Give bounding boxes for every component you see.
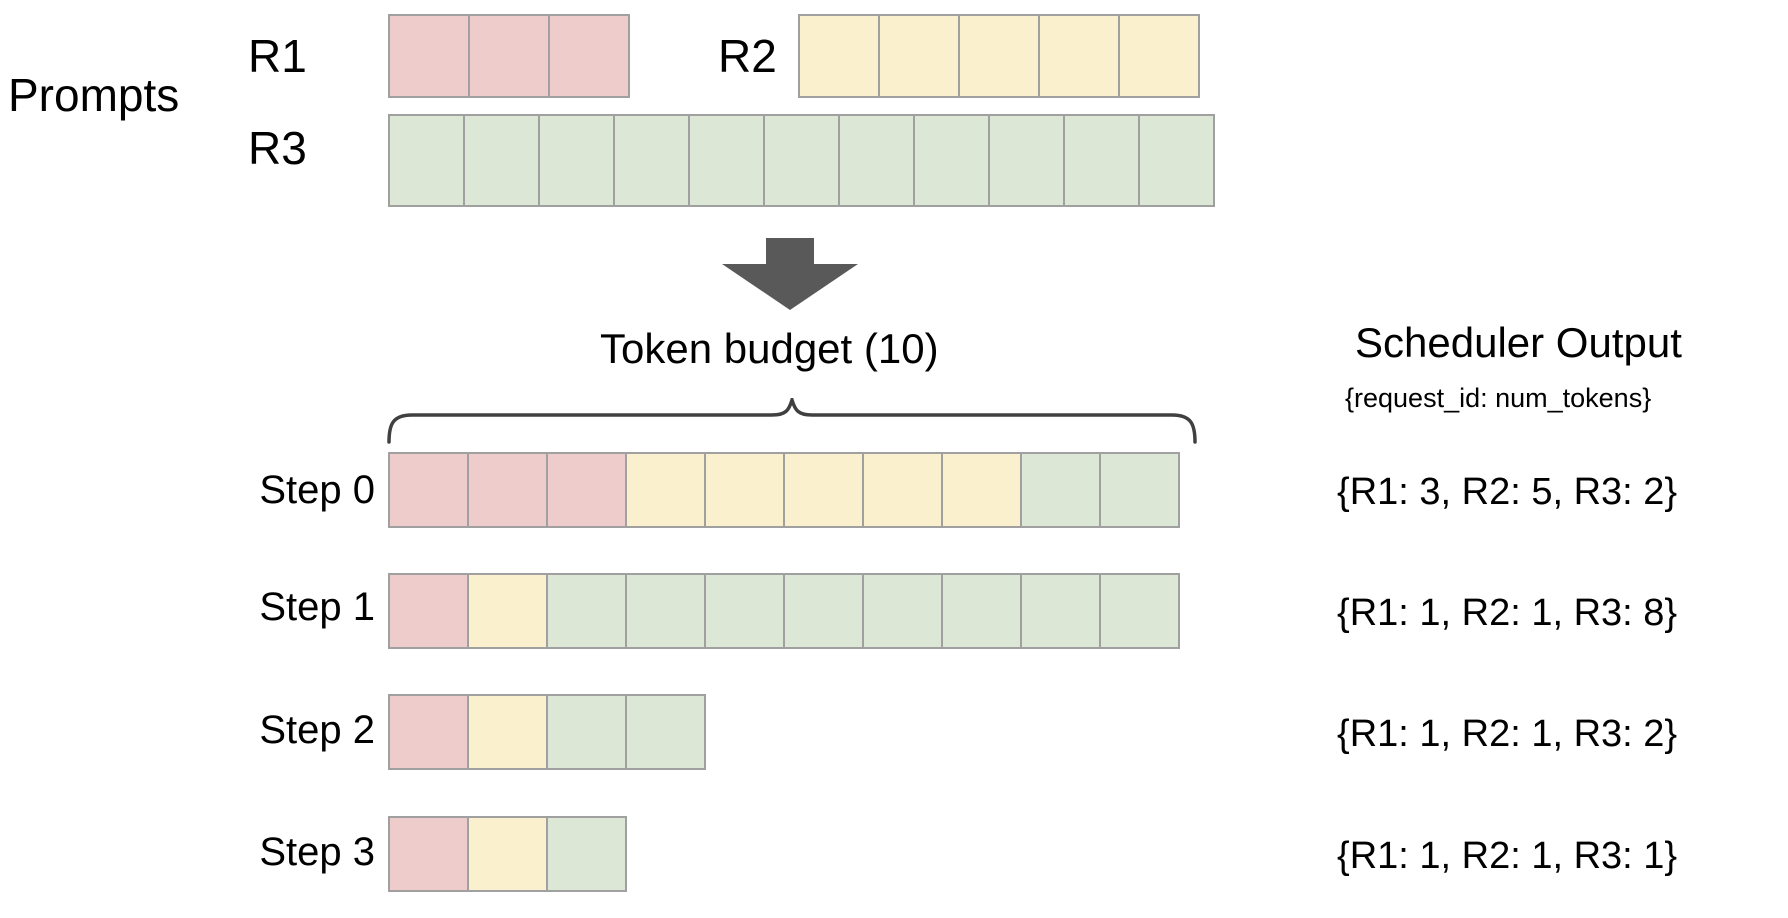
token-cell [1020, 573, 1101, 649]
token-cell [838, 114, 915, 207]
token-cell [548, 14, 630, 98]
scheduler-output-title: Scheduler Output [1355, 319, 1682, 366]
token-cell [463, 114, 540, 207]
token-cell [467, 573, 548, 649]
scheduler-output-subtitle: {request_id: num_tokens} [1345, 383, 1652, 413]
token-cell [783, 452, 864, 528]
token-cell [704, 573, 785, 649]
request-label-r1: R1 [248, 30, 307, 82]
token-cell [763, 114, 840, 207]
prompt-token-row-r3 [388, 114, 1215, 207]
token-cell [468, 14, 550, 98]
token-cell [862, 573, 943, 649]
token-cell [958, 14, 1040, 98]
token-cell [1138, 114, 1215, 207]
token-cell [1099, 452, 1180, 528]
token-cell [538, 114, 615, 207]
token-cell [1118, 14, 1200, 98]
token-cell [783, 573, 864, 649]
token-cell [546, 573, 627, 649]
token-cell [467, 816, 548, 892]
prompt-token-row-r2 [798, 14, 1200, 98]
token-cell [388, 14, 470, 98]
token-cell [388, 816, 469, 892]
scheduler-output-row-2: {R1: 1, R2: 1, R3: 2} [1337, 713, 1678, 755]
step-token-row-0 [388, 452, 1180, 528]
request-label-r3: R3 [248, 122, 307, 174]
token-cell [862, 452, 943, 528]
scheduler-output-row-1: {R1: 1, R2: 1, R3: 8} [1337, 592, 1678, 634]
step-token-row-1 [388, 573, 1180, 649]
token-cell [625, 452, 706, 528]
step-label-0: Step 0 [259, 468, 375, 512]
step-token-row-3 [388, 816, 627, 892]
step-label-3: Step 3 [259, 830, 375, 874]
step-label-1: Step 1 [259, 585, 375, 629]
token-cell [388, 573, 469, 649]
scheduler-output-row-0: {R1: 3, R2: 5, R3: 2} [1337, 471, 1678, 513]
curly-brace-icon [386, 393, 1198, 449]
prompt-token-row-r1 [388, 14, 630, 98]
token-cell [878, 14, 960, 98]
token-cell [1038, 14, 1120, 98]
token-cell [688, 114, 765, 207]
token-cell [913, 114, 990, 207]
token-cell [941, 573, 1022, 649]
token-cell [704, 452, 785, 528]
token-cell [467, 694, 548, 770]
token-cell [625, 694, 706, 770]
token-cell [1099, 573, 1180, 649]
token-cell [467, 452, 548, 528]
step-token-row-2 [388, 694, 706, 770]
token-cell [546, 816, 627, 892]
token-cell [546, 694, 627, 770]
token-cell [546, 452, 627, 528]
prompts-section-label: Prompts [8, 69, 180, 121]
token-cell [613, 114, 690, 207]
token-cell [798, 14, 880, 98]
token-cell [1063, 114, 1140, 207]
token-cell [388, 452, 469, 528]
token-cell [388, 114, 465, 207]
token-cell [1020, 452, 1101, 528]
token-budget-label: Token budget (10) [600, 325, 939, 372]
token-cell [988, 114, 1065, 207]
token-cell [941, 452, 1022, 528]
step-label-2: Step 2 [259, 708, 375, 752]
token-cell [625, 573, 706, 649]
down-arrow-icon [722, 238, 858, 315]
request-label-r2: R2 [718, 30, 777, 82]
scheduler-output-row-3: {R1: 1, R2: 1, R3: 1} [1337, 835, 1678, 877]
token-cell [388, 694, 469, 770]
